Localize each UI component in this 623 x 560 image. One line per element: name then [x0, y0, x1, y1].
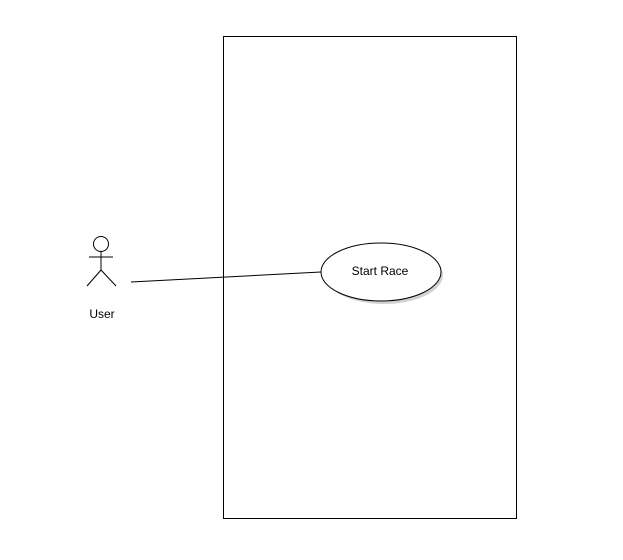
use-case-label: Start Race [351, 264, 409, 278]
use-case-ellipse[interactable] [320, 242, 442, 302]
actor-right-leg [100, 269, 117, 287]
actor-left-leg [86, 269, 102, 287]
association-line [130, 271, 322, 283]
actor-label: User [89, 307, 115, 321]
actor-head [93, 236, 109, 252]
actor-icon[interactable] [86, 236, 117, 287]
